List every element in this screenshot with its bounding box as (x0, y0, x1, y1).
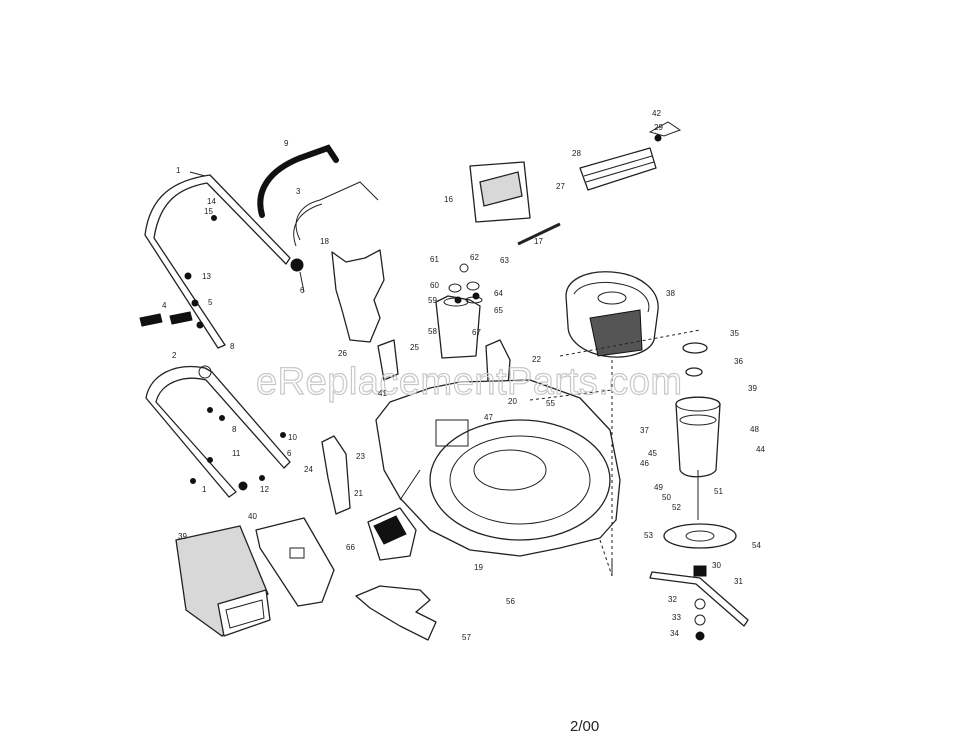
part-label-36: 36 (734, 357, 743, 366)
part-label-40: 40 (248, 512, 257, 521)
part-label-48: 48 (750, 425, 759, 434)
part-label-15: 15 (204, 207, 213, 216)
part-label-1: 1 (202, 485, 207, 494)
blade-spindle-assembly (649, 342, 749, 641)
part-label-46: 46 (640, 459, 649, 468)
part-label-8: 8 (230, 342, 235, 351)
part-label-14: 14 (207, 197, 216, 206)
part-label-38: 38 (666, 289, 675, 298)
part-label-51: 51 (714, 487, 723, 496)
part-label-47: 47 (484, 413, 493, 422)
deflector-spring (648, 121, 682, 142)
engine (565, 271, 659, 358)
revision-date: 2/00 (570, 718, 600, 735)
part-label-4: 4 (162, 301, 167, 310)
part-label-8: 8 (232, 425, 237, 434)
mower-deck (375, 379, 621, 557)
part-label-21: 21 (354, 489, 363, 498)
part-label-50: 50 (662, 493, 671, 502)
part-label-25: 25 (410, 343, 419, 352)
part-label-12: 12 (260, 485, 269, 494)
part-label-6: 6 (300, 286, 305, 295)
part-label-64: 64 (494, 289, 503, 298)
part-label-55: 55 (546, 399, 555, 408)
mulch-plate (355, 585, 437, 641)
part-label-63: 63 (500, 256, 509, 265)
watermark: eReplacementParts.com (256, 361, 683, 403)
rear-shield-bracket (331, 249, 385, 343)
part-label-32: 32 (668, 595, 677, 604)
part-label-20: 20 (508, 397, 517, 406)
part-label-19: 19 (474, 563, 483, 572)
cable-clip (290, 258, 305, 293)
part-label-41: 41 (378, 389, 387, 398)
part-label-53: 53 (644, 531, 653, 540)
part-label-37: 37 (640, 426, 649, 435)
part-label-5: 5 (208, 298, 213, 307)
part-label-22: 22 (532, 355, 541, 364)
upper-handle (144, 171, 291, 349)
part-label-10: 10 (288, 433, 297, 442)
lower-handle-hardware (190, 407, 286, 491)
control-bail (257, 144, 339, 218)
part-label-49: 49 (654, 483, 663, 492)
part-label-42: 42 (652, 109, 661, 118)
part-label-2: 2 (172, 351, 177, 360)
assembly-guides (529, 329, 701, 577)
part-label-17: 17 (534, 237, 543, 246)
part-label-28: 28 (572, 149, 581, 158)
part-label-31: 31 (734, 577, 743, 586)
side-discharge-door (367, 507, 417, 561)
part-label-24: 24 (304, 465, 313, 474)
rear-deflector (579, 147, 657, 191)
belt-cover (469, 161, 531, 223)
rear-bag-adapter (255, 517, 335, 607)
part-label-3: 3 (296, 187, 301, 196)
part-label-61: 61 (430, 255, 439, 264)
part-label-35: 35 (730, 329, 739, 338)
part-label-30: 30 (712, 561, 721, 570)
handle-hardware (139, 215, 217, 329)
part-label-66: 66 (346, 543, 355, 552)
height-adjuster-front (377, 339, 399, 381)
part-label-59: 59 (428, 296, 437, 305)
part-label-33: 33 (672, 613, 681, 622)
part-label-1: 1 (176, 166, 181, 175)
part-label-18: 18 (320, 237, 329, 246)
part-label-11: 11 (232, 449, 241, 458)
part-label-13: 13 (202, 272, 211, 281)
height-adjuster-left (321, 435, 351, 515)
axle-rod (517, 222, 561, 246)
part-label-39: 39 (748, 384, 757, 393)
part-label-65: 65 (494, 306, 503, 315)
part-label-62: 62 (470, 253, 479, 262)
drive-pulleys (448, 263, 480, 304)
part-label-52: 52 (672, 503, 681, 512)
part-label-29: 29 (654, 123, 663, 132)
part-label-26: 26 (338, 349, 347, 358)
part-label-56: 56 (506, 597, 515, 606)
part-label-23: 23 (356, 452, 365, 461)
part-label-39: 39 (178, 532, 187, 541)
part-label-57: 57 (462, 633, 471, 642)
part-label-9: 9 (284, 139, 289, 148)
lower-handle (145, 365, 291, 498)
part-label-45: 45 (648, 449, 657, 458)
part-label-44: 44 (756, 445, 765, 454)
drive-housing (435, 295, 483, 359)
part-label-54: 54 (752, 541, 761, 550)
part-label-27: 27 (556, 182, 565, 191)
part-label-60: 60 (430, 281, 439, 290)
grass-catcher-bag (175, 525, 271, 637)
part-label-58: 58 (428, 327, 437, 336)
part-label-34: 34 (670, 629, 679, 638)
part-label-67: 67 (472, 328, 481, 337)
part-label-6: 6 (287, 449, 292, 458)
control-cable (293, 181, 379, 247)
part-label-16: 16 (444, 195, 453, 204)
